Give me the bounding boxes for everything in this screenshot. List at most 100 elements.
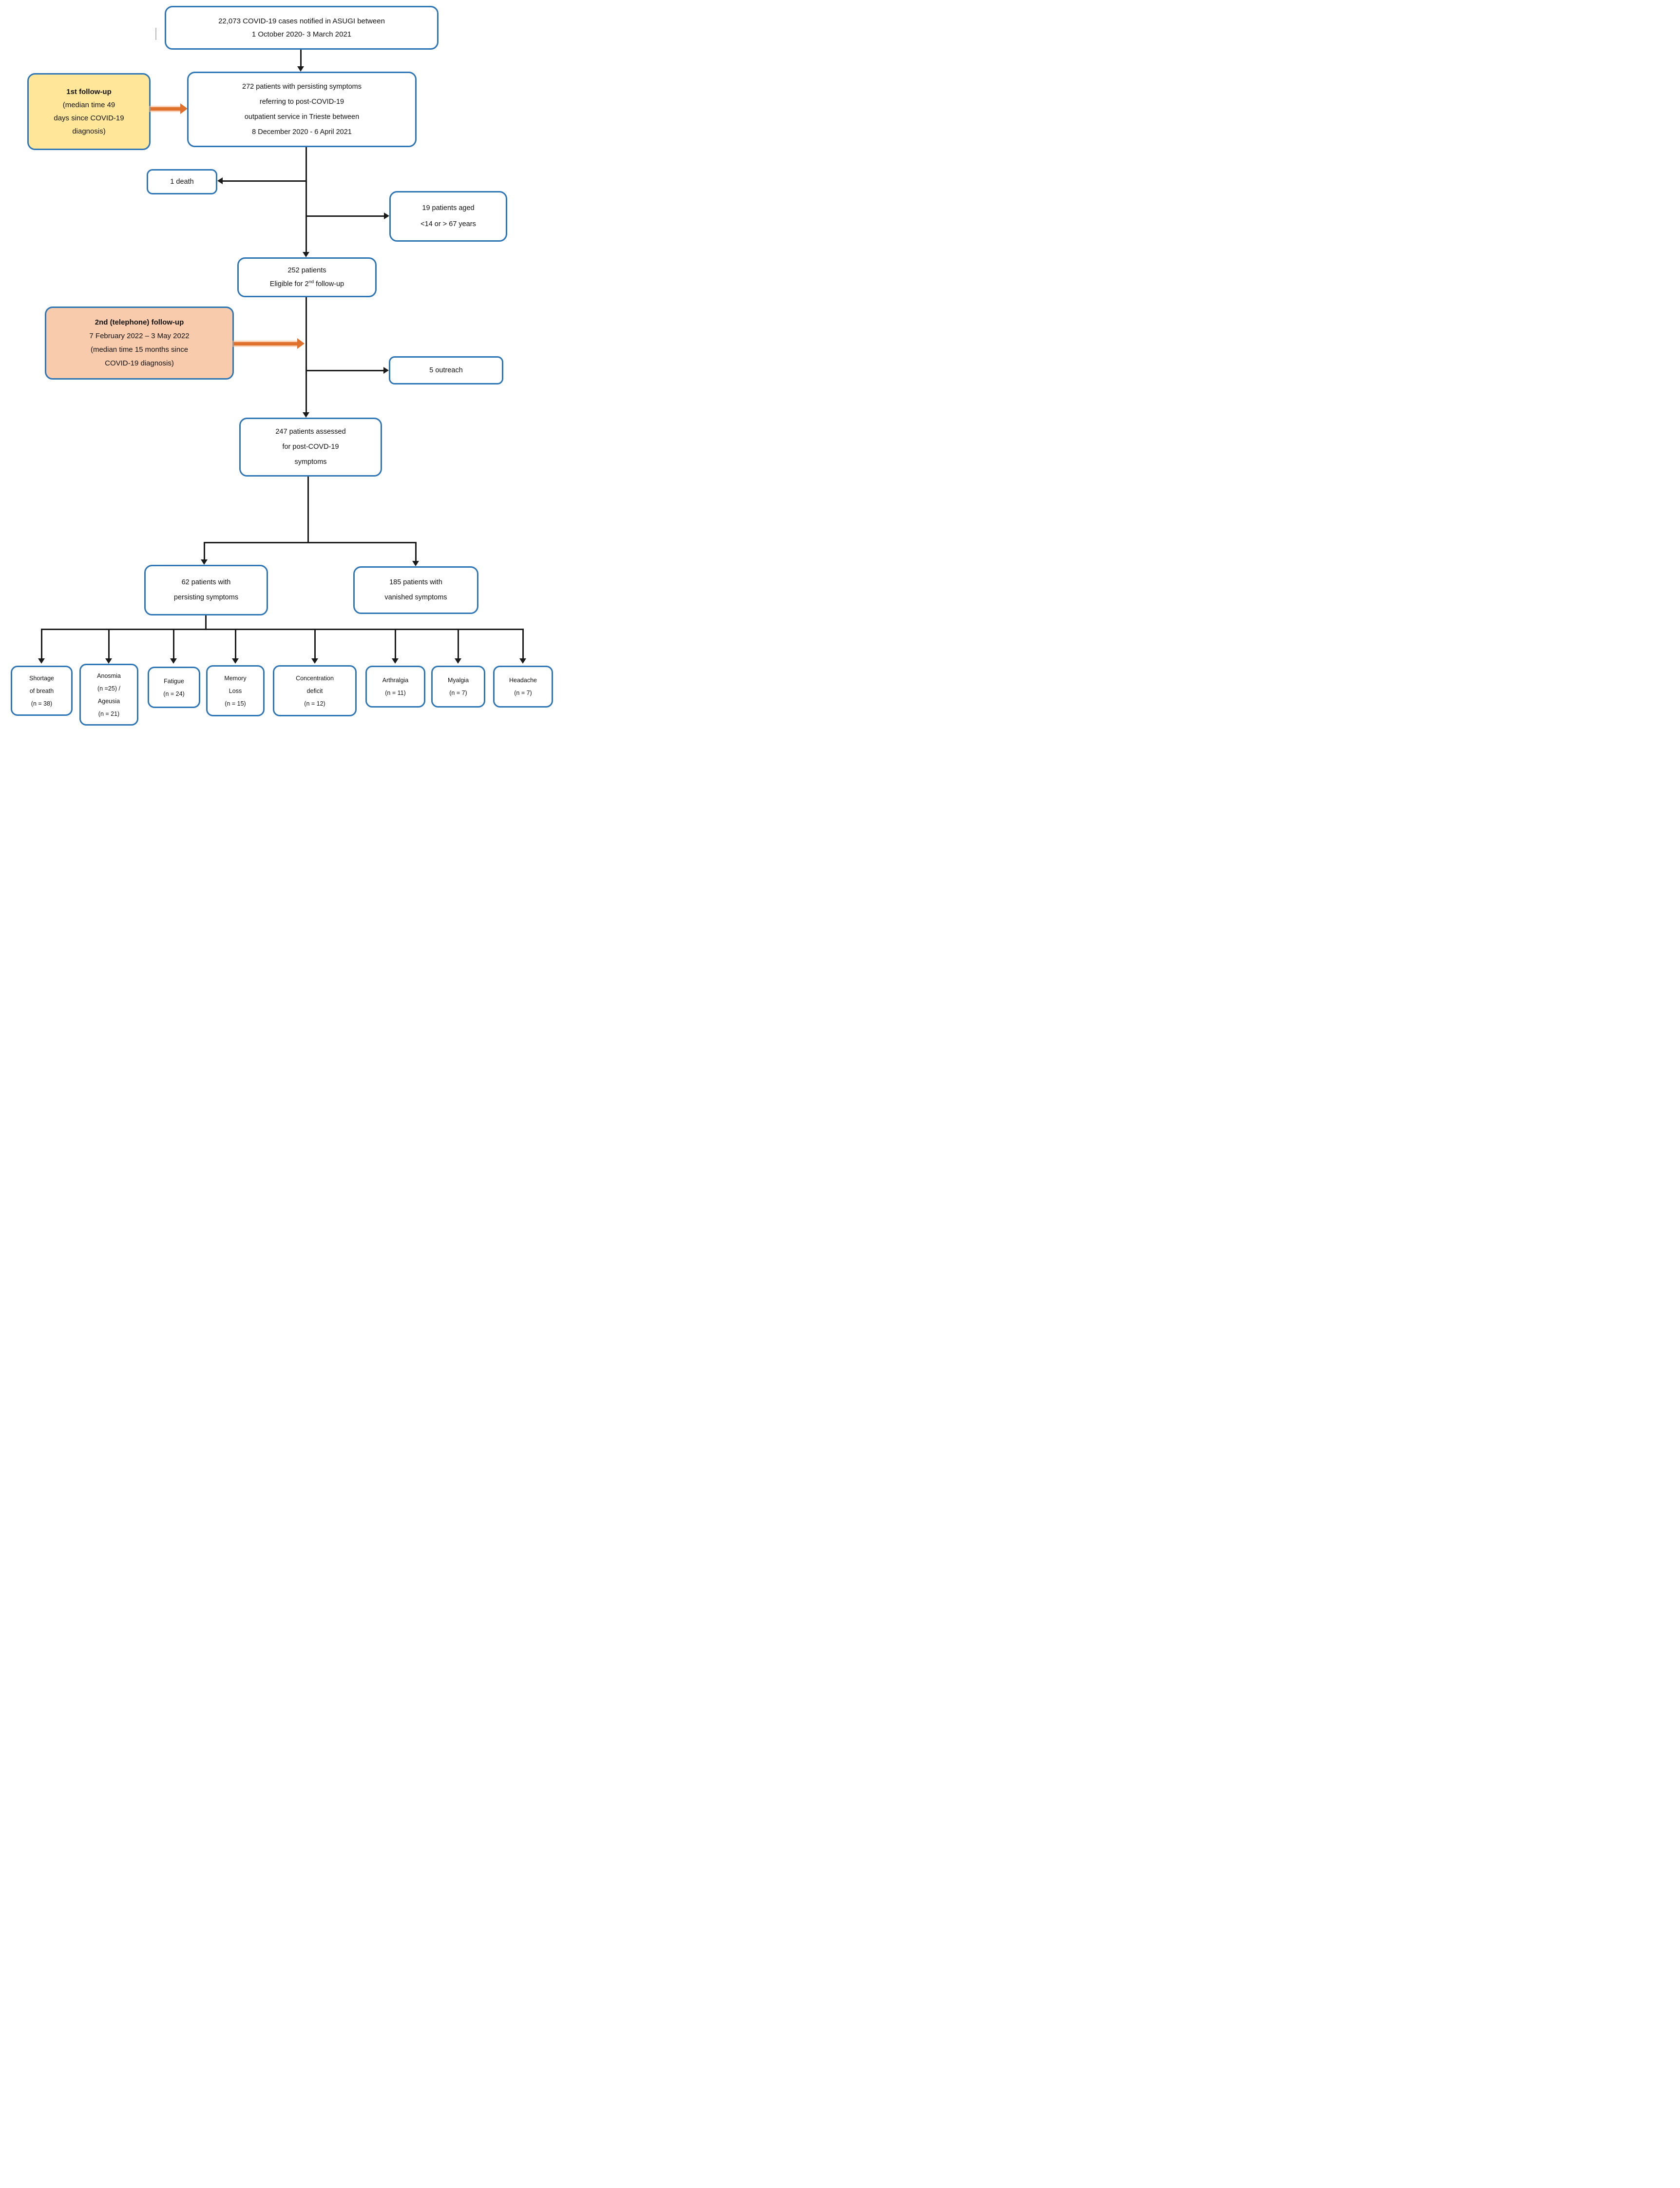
arrowhead-to-death	[217, 177, 223, 184]
symptom-count: (n =25) /	[97, 685, 120, 692]
box-185-line: 185 patients with	[389, 578, 442, 586]
connector-split-to-62	[204, 542, 205, 560]
connector-to-anosmia	[108, 629, 110, 659]
symptom-count: (n = 7)	[514, 690, 532, 696]
connector-to-memory	[235, 629, 236, 659]
arrowhead-to-185	[412, 561, 419, 566]
box-247-line: 247 patients assessed	[275, 428, 346, 436]
box-272-patients: 272 patients with persisting symptoms re…	[187, 72, 417, 147]
arrowhead-to-outreach	[383, 367, 389, 374]
connector-to-arthralgia	[395, 629, 396, 659]
box-185-vanished: 185 patients with vanished symptoms	[353, 566, 478, 614]
stray-mark	[155, 28, 156, 40]
box-symptom-myalgia: Myalgia (n = 7)	[431, 666, 485, 708]
box-272-line: referring to post-COVID-19	[259, 97, 344, 106]
box-cases-notified: 22,073 COVID-19 cases notified in ASUGI …	[165, 6, 439, 50]
box-252-line2: Eligible for 2nd follow-up	[270, 277, 344, 291]
symptom-line: Myalgia	[447, 677, 469, 684]
box-62-line: persisting symptoms	[173, 594, 239, 601]
box-first-followup-title: 1st follow-up	[66, 88, 112, 96]
box-outreach-label: 5 outreach	[429, 366, 463, 374]
connector-top-to-272	[300, 50, 302, 67]
connector-to-outreach	[306, 370, 384, 371]
connector-to-death	[222, 180, 306, 182]
box-second-followup: 2nd (telephone) follow-up 7 February 202…	[45, 307, 234, 380]
symptom-line: of breath	[29, 687, 54, 694]
box-first-followup-line: diagnosis)	[72, 127, 106, 135]
box-252-patients: 252 patients Eligible for 2nd follow-up	[237, 257, 377, 297]
arrowhead-to-myalgia	[455, 658, 461, 664]
box-symptom-anosmia-ageusia: Anosmia (n =25) / Ageusia (n = 21)	[79, 664, 138, 726]
connector-247-to-split	[307, 477, 309, 543]
box-252-line2-post: follow-up	[314, 280, 344, 288]
symptom-count: (n = 7)	[449, 690, 467, 696]
box-aged-line: 19 patients aged	[422, 204, 475, 212]
arrowhead-to-62	[201, 559, 208, 565]
symptom-line: deficit	[306, 687, 323, 694]
box-first-followup: 1st follow-up (median time 49 days since…	[27, 73, 151, 150]
box-cases-notified-line: 1 October 2020- 3 March 2021	[251, 30, 352, 38]
box-symptom-fatigue: Fatigue (n = 24)	[148, 667, 200, 708]
flowchart-canvas: 22,073 COVID-19 cases notified in ASUGI …	[0, 0, 560, 729]
arrowhead-to-anosmia	[105, 658, 112, 664]
symptom-line: Loss	[229, 687, 242, 694]
symptom-line: Fatigue	[164, 677, 184, 685]
arrowhead-to-fatigue	[170, 658, 177, 664]
arrowhead-to-memory	[232, 658, 239, 664]
symptom-split-line	[41, 629, 524, 630]
box-aged-line: <14 or > 67 years	[420, 220, 476, 228]
connector-62-to-symptom-split	[205, 615, 207, 630]
symptom-count: (n = 15)	[225, 700, 246, 707]
box-death: 1 death	[147, 169, 217, 194]
connector-to-shortage	[41, 629, 42, 659]
box-death-label: 1 death	[170, 177, 194, 186]
arrowhead-to-arthralgia	[392, 658, 399, 664]
symptom-count: (n = 21)	[98, 710, 120, 717]
connector-to-fatigue	[173, 629, 174, 659]
box-62-line: 62 patients with	[181, 578, 231, 586]
box-symptom-memory-loss: Memory Loss (n = 15)	[206, 665, 265, 716]
arrowhead-to-headache	[519, 658, 526, 664]
arrowhead-to-aged	[384, 212, 389, 219]
symptom-count: (n = 11)	[385, 690, 406, 696]
connector-252-to-247	[305, 297, 307, 412]
orange-arrow-second-followup	[234, 342, 298, 345]
box-outreach: 5 outreach	[389, 356, 503, 384]
box-symptom-concentration-deficit: Concentration deficit (n = 12)	[273, 665, 357, 716]
connector-to-headache	[522, 629, 524, 659]
arrowhead-to-shortage	[38, 658, 45, 664]
connector-to-aged	[306, 215, 385, 217]
box-247-patients: 247 patients assessed for post-COVD-19 s…	[239, 418, 382, 477]
box-first-followup-line: (median time 49	[62, 101, 115, 109]
symptom-line: Anosmia	[97, 672, 121, 679]
box-252-line1: 252 patients	[287, 267, 326, 274]
symptom-line: Concentration	[296, 674, 334, 682]
symptom-count: (n = 12)	[304, 700, 325, 707]
box-second-followup-title: 2nd (telephone) follow-up	[95, 318, 184, 326]
box-252-line2-sup: nd	[308, 279, 314, 285]
connector-272-to-252	[305, 147, 307, 252]
arrowhead-252-to-247	[303, 412, 309, 418]
symptom-line: Headache	[509, 677, 537, 684]
box-252-line2-pre: Eligible for 2	[269, 280, 309, 288]
box-185-line: vanished symptoms	[384, 594, 447, 601]
box-272-line: 272 patients with persisting symptoms	[242, 82, 362, 91]
box-symptom-arthralgia: Arthralgia (n = 11)	[365, 666, 425, 708]
box-247-line: for post-COVD-19	[282, 443, 339, 451]
box-62-persisting: 62 patients with persisting symptoms	[144, 565, 268, 615]
split-line-persist-vanish	[204, 542, 417, 543]
connector-to-myalgia	[458, 629, 459, 659]
box-symptom-headache: Headache (n = 7)	[493, 666, 553, 708]
symptom-line: Memory	[224, 674, 247, 682]
box-second-followup-line: COVID-19 diagnosis)	[105, 359, 174, 367]
box-symptom-shortage-of-breath: Shortage of breath (n = 38)	[11, 666, 73, 716]
arrowhead-to-concentration	[311, 658, 318, 664]
connector-split-to-185	[415, 542, 417, 562]
box-first-followup-line: days since COVID-19	[54, 114, 124, 122]
orange-arrowhead-first-followup	[180, 103, 188, 114]
box-272-line: 8 December 2020 - 6 April 2021	[252, 128, 352, 136]
arrowhead-top-to-272	[297, 66, 304, 72]
box-second-followup-line: 7 February 2022 – 3 May 2022	[89, 332, 190, 340]
box-second-followup-line: (median time 15 months since	[90, 345, 189, 354]
symptom-line: Arthralgia	[382, 677, 409, 684]
